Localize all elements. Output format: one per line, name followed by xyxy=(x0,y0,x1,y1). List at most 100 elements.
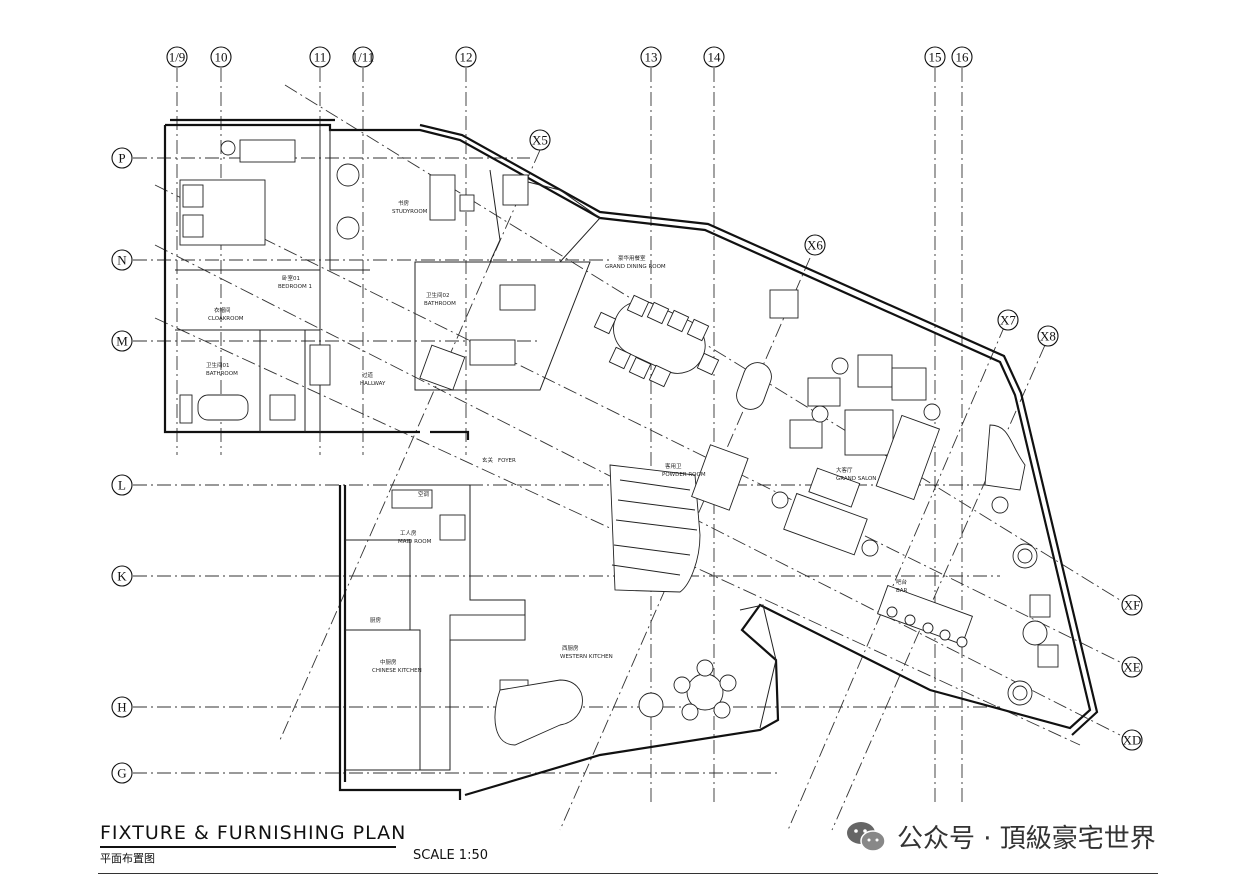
grid-bubble: 14 xyxy=(703,46,725,68)
svg-text:16: 16 xyxy=(956,50,970,65)
grid-bubble: XD xyxy=(1121,729,1143,751)
room-salon-cn: 大客厅 xyxy=(836,466,853,474)
grid-bubble: G xyxy=(111,762,133,784)
bottom-rule xyxy=(98,873,1158,874)
room-dining-en: GRAND DINING ROOM xyxy=(605,264,666,270)
room-bath1-cn: 卫生间01 xyxy=(206,361,230,369)
room-wkitchen-cn: 西厨房 xyxy=(562,644,579,652)
staircase xyxy=(609,464,701,593)
watermark: 公众号 · 頂級豪宅世界 xyxy=(845,818,1156,855)
room-study-en: STUDYROOM xyxy=(392,209,428,215)
grid-bubble: 13 xyxy=(640,46,662,68)
room-bath2-en: BATHROOM xyxy=(424,301,456,307)
grid-bubble: X5 xyxy=(529,129,551,151)
kitchen-island xyxy=(494,679,583,746)
svg-text:1/11: 1/11 xyxy=(352,50,375,65)
svg-text:L: L xyxy=(118,478,126,493)
svg-text:H: H xyxy=(117,700,126,715)
room-bath2-cn: 卫生间02 xyxy=(426,291,450,299)
bar-counter xyxy=(877,584,973,646)
room-foyer-cn: 玄关 xyxy=(482,456,494,464)
title-underline xyxy=(100,846,396,848)
furniture xyxy=(179,139,1059,746)
svg-text:11: 11 xyxy=(314,50,327,65)
svg-text:12: 12 xyxy=(460,50,473,65)
room-maid-cn: 工人房 xyxy=(400,529,417,537)
room-labels: 书房 STUDYROOM 卧室01 BEDROOM 1 衣帽间 CLOAKROO… xyxy=(206,199,908,674)
grid-bubble: 15 xyxy=(924,46,946,68)
grid-bubble: 1/11 xyxy=(352,46,375,68)
room-powder-cn: 客用卫 xyxy=(665,462,682,470)
svg-text:K: K xyxy=(117,569,127,584)
column-bubbles: 1/9 10 11 1/11 12 13 14 15 16 xyxy=(166,46,973,68)
walls xyxy=(163,118,1099,800)
grid-bubble: 10 xyxy=(210,46,232,68)
watermark-text: 公众号 · 頂級豪宅世界 xyxy=(897,824,1156,854)
sofa xyxy=(875,414,941,501)
svg-text:13: 13 xyxy=(645,50,658,65)
grid-bubble: 12 xyxy=(455,46,477,68)
room-bar-en: BAR xyxy=(896,588,908,594)
room-aircon: 空调 xyxy=(418,490,430,498)
room-dining-cn: 豪华用餐室 xyxy=(618,254,646,262)
svg-text:1/9: 1/9 xyxy=(169,50,186,65)
room-powder-en: POWDER ROOM xyxy=(662,472,706,478)
wechat-icon xyxy=(847,821,886,852)
title-block: FIXTURE & FURNISHING PLAN 平面布置图 SCALE 1:… xyxy=(100,822,488,866)
svg-text:15: 15 xyxy=(929,50,942,65)
room-wkitchen-en: WESTERN KITCHEN xyxy=(560,654,613,660)
room-foyer-en: FOYER xyxy=(498,458,516,464)
svg-text:X5: X5 xyxy=(532,133,548,148)
room-bedroom-en: BEDROOM 1 xyxy=(278,284,312,290)
grid-bubble: P xyxy=(111,147,133,169)
grid-bubble: L xyxy=(111,474,133,496)
room-hallway-cn: 过道 xyxy=(362,371,374,379)
grid-bubble: N xyxy=(111,249,133,271)
drawing-title: FIXTURE & FURNISHING PLAN xyxy=(100,822,407,844)
sofa xyxy=(239,139,296,163)
room-salon-en: GRAND SALON xyxy=(836,476,876,482)
grid-bubble: M xyxy=(111,330,133,352)
svg-text:N: N xyxy=(117,253,127,268)
room-pantry: 厨房 xyxy=(370,616,382,624)
grid-bubble: 1/9 xyxy=(166,46,188,68)
room-bedroom-cn: 卧室01 xyxy=(282,274,300,282)
svg-text:P: P xyxy=(118,151,125,166)
coffee-table xyxy=(844,409,894,456)
svg-text:X6: X6 xyxy=(807,238,823,253)
room-ckitchen-cn: 中厨房 xyxy=(380,658,397,666)
row-bubbles: P N M L K H G xyxy=(111,147,133,784)
drawing-subtitle: 平面布置图 xyxy=(100,852,155,865)
desk xyxy=(429,174,456,221)
grid-bubble: H xyxy=(111,696,133,718)
room-bath1-en: BATHROOM xyxy=(206,371,238,377)
svg-text:14: 14 xyxy=(708,50,722,65)
svg-text:XF: XF xyxy=(1124,598,1141,613)
grid-bubble: XE xyxy=(1121,656,1143,678)
room-bar-cn: 吧台 xyxy=(896,578,908,586)
room-cloak-cn: 衣帽间 xyxy=(214,306,231,314)
drawing-scale: SCALE 1:50 xyxy=(413,848,489,863)
room-ckitchen-en: CHINESE KITCHEN xyxy=(372,668,422,674)
grid-bubble: 11 xyxy=(309,46,331,68)
svg-text:G: G xyxy=(117,766,126,781)
room-study-cn: 书房 xyxy=(398,199,410,207)
sofa xyxy=(783,492,868,556)
svg-text:XD: XD xyxy=(1123,733,1142,748)
grid-bubble: X8 xyxy=(1037,325,1059,347)
svg-text:XE: XE xyxy=(1123,660,1140,675)
room-maid-en: MAID ROOM xyxy=(398,539,432,545)
svg-text:X7: X7 xyxy=(1000,313,1016,328)
grid-bubble: XF xyxy=(1121,594,1143,616)
bathtub xyxy=(197,394,249,421)
diagonal-bubbles: X5 X6 X7 X8 XF XE XD xyxy=(529,129,1143,751)
svg-text:10: 10 xyxy=(215,50,228,65)
room-hallway-en: HALLWAY xyxy=(360,381,386,387)
grid-bubble: X7 xyxy=(997,309,1019,331)
grid-bubble: K xyxy=(111,565,133,587)
svg-text:X8: X8 xyxy=(1040,329,1056,344)
room-cloak-en: CLOAKROOM xyxy=(208,316,244,322)
svg-text:M: M xyxy=(116,334,128,349)
grid-lines xyxy=(133,68,1121,831)
